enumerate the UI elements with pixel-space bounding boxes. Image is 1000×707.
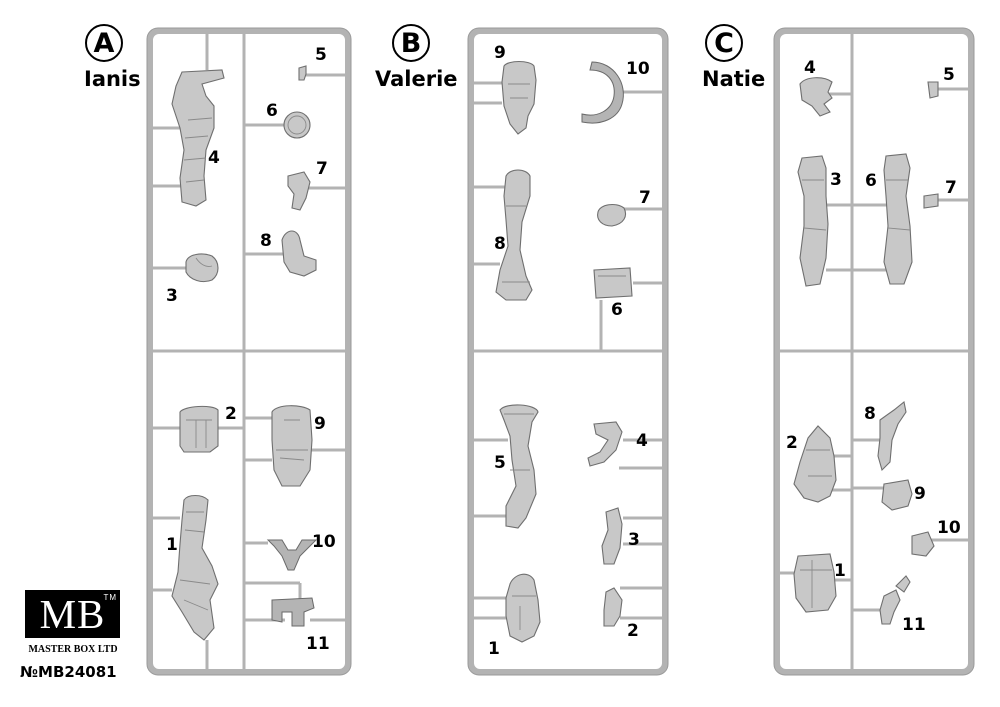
sprue-c-part-3 [797,155,829,287]
sprue-b-part-1 [505,573,541,643]
sprue-c-part-8 [877,401,907,472]
sprue-c-part-number: 10 [937,518,961,538]
sprue-c-part-6 [883,153,913,285]
sprue-b-part-number: 6 [611,300,623,320]
sprue-b-letter: B [392,24,430,62]
sprue-a-figure-name: Ianis [84,67,141,91]
catalog-number: №MB24081 [20,663,117,681]
company-name: MASTER BOX LTD [28,644,118,655]
sprue-a-part-number: 8 [260,231,272,251]
sprue-a-part-1 [171,494,219,641]
sprue-a-part-7 [287,171,311,211]
sprue-a-part-9 [271,405,313,487]
sprue-a-part-number: 4 [208,148,220,168]
sprue-b-part-number: 10 [626,59,650,79]
sprue-c-part-9 [881,479,913,511]
sprue-a-part-number: 2 [225,404,237,424]
sprue-a-part-number: 7 [316,159,328,179]
sprue-a-part-number: 10 [312,532,336,552]
sprue-b-part-7 [597,203,627,227]
sprue-a-part-5 [298,65,307,81]
sprue-a-part-11 [271,597,315,627]
sprue-b-part-number: 7 [639,188,651,208]
sprue-a-part-number: 11 [306,634,330,654]
sprue-b-part-8 [495,169,533,301]
sprue-a-letter: A [85,24,123,62]
sprue-c-part-7 [923,193,939,209]
sprue-a-part-8 [281,230,317,277]
sprue-a-part-4 [171,69,225,207]
sprue-a-part-number: 1 [166,535,178,555]
logo-trademark: TM [103,593,117,602]
sprue-b-figure-name: Valerie [375,67,458,91]
sprue-b-part-number: 4 [636,431,648,451]
sprue-b-frame [467,27,669,676]
sprue-a-part-2 [179,405,219,453]
sprue-c-part-number: 5 [943,65,955,85]
sprue-b-part-10 [581,61,624,124]
sprue-b-part-number: 1 [488,639,500,659]
sprue-c-part-4 [799,77,833,117]
sprue-b-part-number: 3 [628,530,640,550]
sprue-a-part-number: 5 [315,45,327,65]
sprue-a-part-number: 3 [166,286,178,306]
sprue-c-part-number: 9 [914,484,926,504]
sprue-c-part-number: 3 [830,170,842,190]
sprue-c-part-1 [793,553,837,613]
sprue-a-part-3 [185,253,219,283]
sprue-b-part-number: 2 [627,621,639,641]
sprue-b-part-3 [601,507,623,565]
master-box-logo: MB TM [25,590,120,638]
sprue-c-part-number: 8 [864,404,876,424]
sprue-a-part-number: 6 [266,101,278,121]
sprue-c-part-number: 4 [804,58,816,78]
sprue-b-part-number: 9 [494,43,506,63]
sprue-c-part-2 [793,425,837,503]
sprue-b-part-number: 5 [494,453,506,473]
sprue-c-part-11 [879,575,911,625]
sprue-a-part-10 [266,539,318,571]
sprue-b-part-6 [593,267,633,299]
sprue-c-part-number: 7 [945,178,957,198]
sprue-b-part-5 [499,404,539,529]
sprue-a-part-number: 9 [314,414,326,434]
sprue-c-part-5 [927,81,939,99]
sprue-c-part-10 [911,531,935,557]
sprue-c-part-number: 2 [786,433,798,453]
logo-text: MB [39,591,106,637]
sprue-b-part-number: 8 [494,234,506,254]
sprue-c-part-number: 6 [865,171,877,191]
sprue-a-frame [146,27,352,676]
sprue-c-figure-name: Natie [702,67,766,91]
sprue-b-part-2 [603,587,623,627]
sprue-c-part-number: 1 [834,561,846,581]
sprue-c-part-number: 11 [902,615,926,635]
sprue-c-letter: C [705,24,743,62]
sprue-b-part-4 [587,421,623,467]
